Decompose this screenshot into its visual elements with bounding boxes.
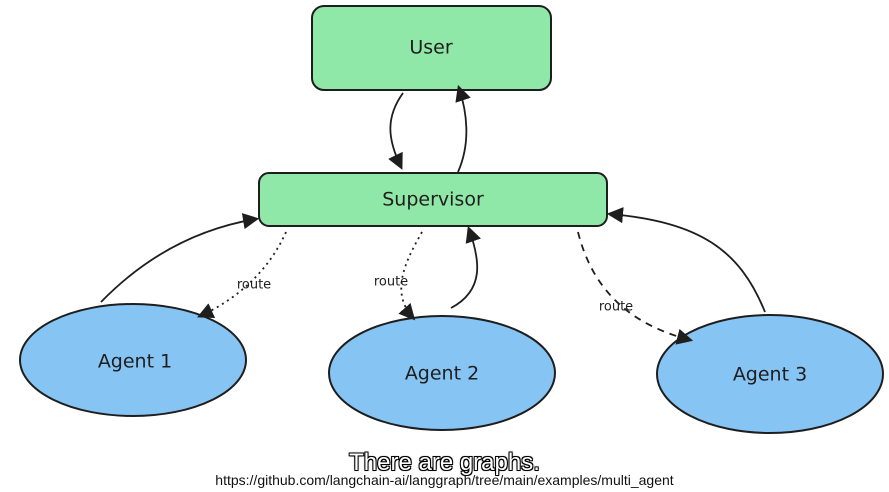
agent-1-ellipse bbox=[19, 303, 247, 417]
supervisor-box bbox=[258, 172, 608, 227]
agent-1-node: Agent 1 bbox=[19, 303, 247, 417]
agent-2-node: Agent 2 bbox=[328, 315, 556, 431]
edge-agent-1-to-supervisor bbox=[100, 213, 260, 303]
edge-supervisor-to-agent-1 bbox=[197, 231, 287, 319]
user-box bbox=[311, 5, 552, 91]
edge-agent-3-to-supervisor bbox=[606, 207, 766, 313]
agent-1-label: Agent 1 bbox=[98, 351, 172, 373]
edge-agent-2-to-supervisor bbox=[450, 225, 481, 309]
route-label-agent-2: route bbox=[374, 275, 408, 290]
supervisor-label: Supervisor bbox=[382, 189, 484, 211]
edge-supervisor-to-agent-2 bbox=[398, 231, 423, 321]
agent-3-label: Agent 3 bbox=[733, 364, 807, 386]
user-label: User bbox=[409, 37, 452, 59]
edge-supervisor-to-agent-3 bbox=[577, 231, 694, 345]
user-node: User bbox=[311, 5, 552, 91]
agent-3-ellipse bbox=[656, 314, 884, 434]
edge-user-to-supervisor bbox=[388, 92, 404, 170]
video-caption: There are graphs. bbox=[348, 448, 540, 477]
agent-2-ellipse bbox=[328, 315, 556, 431]
agent-2-label: Agent 2 bbox=[405, 363, 479, 385]
source-url: https://github.com/langchain-ai/langgrap… bbox=[215, 472, 674, 488]
route-label-agent-3: route bbox=[599, 300, 633, 315]
supervisor-node: Supervisor bbox=[258, 172, 608, 227]
agent-3-node: Agent 3 bbox=[656, 314, 884, 434]
route-label-agent-1: route bbox=[237, 278, 271, 293]
edge-supervisor-to-user bbox=[455, 84, 471, 173]
